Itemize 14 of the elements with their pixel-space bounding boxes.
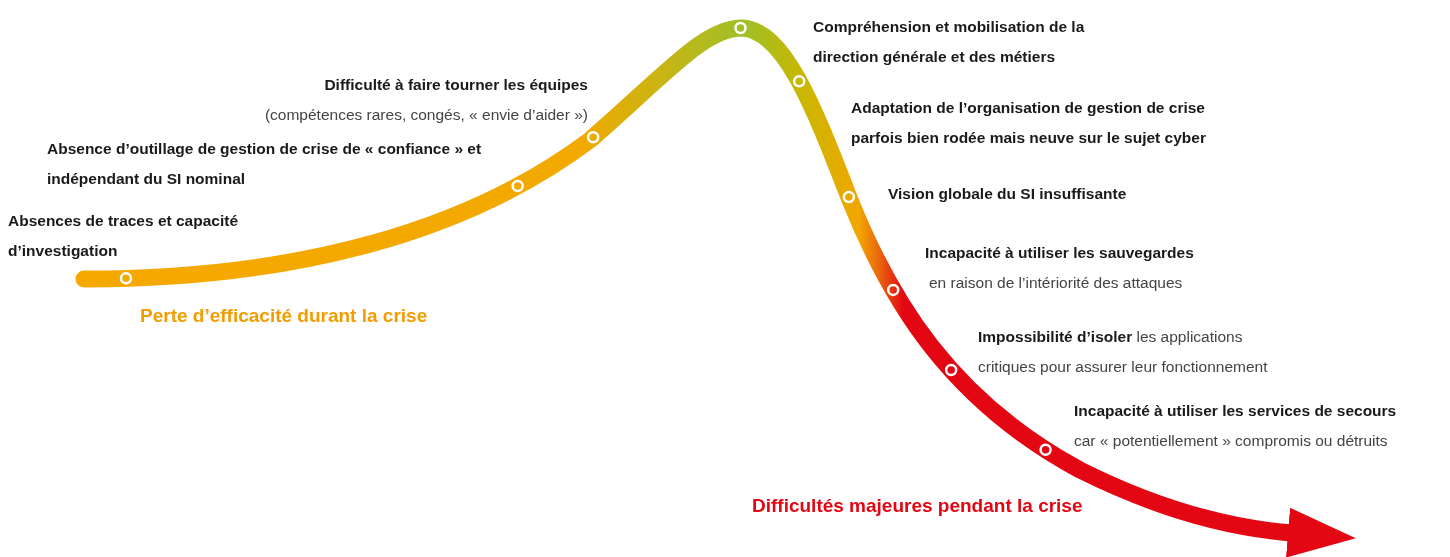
detail-text: en raison de l’intériorité des attaques: [929, 273, 1184, 293]
statement-text: Incapacité à utiliser les sauvegardes: [925, 243, 1195, 263]
statement-text: Adaptation de l’organisation de gestion de crise parfois bien rodée mais neuve sur le sujet cyber: [851, 98, 1207, 148]
detail-text: car « potentiellement » compromis ou détruits: [1074, 431, 1389, 451]
detail-text: (compétences rares, congés, « envie d’aider »): [263, 105, 588, 125]
detail-text: Impossibilité d’isoler les applications critiques pour assurer leur fonctionnement: [978, 327, 1269, 377]
statement-text: Incapacité à utiliser les services de secours: [1074, 401, 1398, 421]
statement-text: Vision globale du SI insuffisante: [888, 184, 1128, 204]
statement-text: Absences de traces et capacité d’investigation: [8, 211, 240, 261]
statement-text: Absence d’outillage de gestion de crise de « confiance » et indépendant du SI nominal: [47, 139, 483, 189]
statement-text: Difficulté à faire tourner les équipes: [323, 75, 588, 95]
statement-text: Compréhension et mobilisation de la direction générale et des métiers: [813, 17, 1086, 67]
phase-label: Difficultés majeures pendant la crise: [752, 494, 1084, 518]
phase-label: Perte d’efficacité durant la crise: [140, 304, 429, 328]
